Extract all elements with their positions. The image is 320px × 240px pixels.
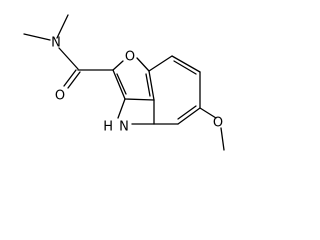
atom-o-carbonyl: O: [55, 89, 65, 104]
bond-c7-c6: [171, 55, 201, 73]
bond-n-carbonyl: [58, 47, 79, 70]
atom-h-indole: H: [103, 120, 113, 135]
bond-c5-c4-inner: [177, 105, 197, 120]
bond-c2-o1: [112, 60, 124, 71]
atom-n-indole: N: [119, 120, 129, 135]
structure-diagram: N O O H N O: [23, 14, 225, 151]
bond-c5-c4: [177, 107, 201, 125]
atom-o-furan: O: [125, 50, 135, 65]
bond-carbonyl-double-a: [63, 69, 77, 87]
bond-c3-n4: [117, 98, 126, 119]
bond-c2-c3-inner: [116, 73, 127, 95]
bond-c5-o: [199, 107, 217, 119]
atom-o-methoxy: O: [213, 116, 223, 131]
bond-c3a-c7a-inner: [145, 73, 151, 97]
bond-o1-c7a: [136, 57, 150, 72]
bond-c2-c3: [112, 69, 126, 100]
bond-c3a-c7a: [148, 70, 155, 101]
bond-methyl-left: [23, 33, 51, 41]
bond-c7a-c7: [148, 55, 173, 72]
bond-c3-c3a: [124, 98, 155, 101]
bond-carbonyl-double-b: [67, 71, 81, 89]
bond-methyl-up: [56, 14, 69, 39]
bond-o-methyl: [220, 127, 225, 151]
atom-n-amide: N: [51, 36, 61, 51]
bond-c7-c6-inner: [173, 60, 197, 75]
